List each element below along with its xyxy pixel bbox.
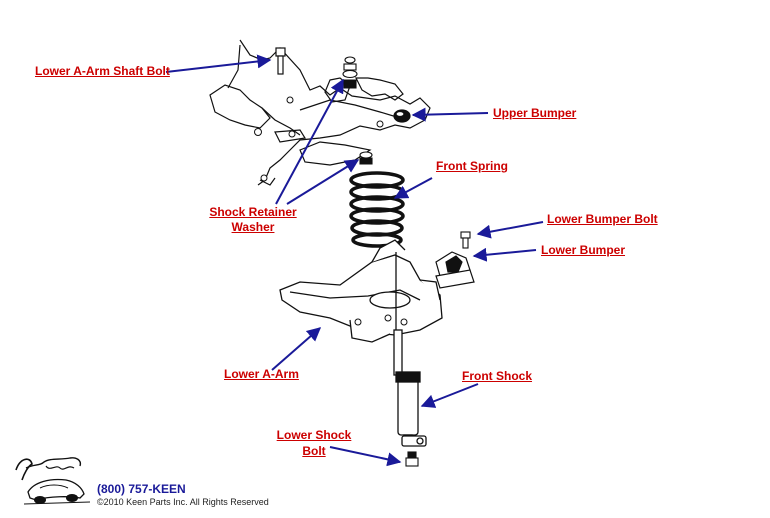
frame-bolt-holes — [254, 96, 384, 182]
leader-arrows — [165, 54, 544, 467]
front-shock-part — [393, 252, 427, 447]
lower-a-arm-part — [279, 239, 443, 343]
label-lower-a-arm-shaft-bolt[interactable]: Lower A-Arm Shaft Bolt — [35, 64, 170, 78]
label-shock-retainer-washer-line2: Washer — [231, 220, 275, 234]
lower-a-arm-holes — [354, 314, 408, 326]
keen-parts-logo — [15, 457, 91, 505]
label-shock-retainer-washer[interactable]: Shock Retainer Washer — [206, 205, 300, 234]
footer-phone: (800) 757-KEEN — [97, 482, 186, 496]
lower-a-arm-shaft-bolt-part — [275, 47, 286, 75]
label-lower-bumper-bolt[interactable]: Lower Bumper Bolt — [547, 212, 658, 226]
label-upper-bumper[interactable]: Upper Bumper — [493, 106, 577, 120]
label-lower-bumper[interactable]: Lower Bumper — [541, 243, 626, 257]
lower-shock-bolt-part — [405, 451, 419, 467]
upper-bumper-part — [393, 109, 411, 123]
label-lower-shock-bolt-line2: Bolt — [302, 444, 326, 458]
label-lower-a-arm[interactable]: Lower A-Arm — [224, 367, 299, 381]
lower-bumper-part — [435, 251, 475, 289]
label-lower-shock-bolt[interactable]: Lower Shock Bolt — [274, 428, 354, 458]
front-spring-part — [349, 171, 405, 248]
label-lower-shock-bolt-line1: Lower Shock — [276, 428, 352, 442]
label-front-shock[interactable]: Front Shock — [462, 369, 533, 383]
footer-copyright: ©2010 Keen Parts Inc. All Rights Reserve… — [97, 497, 269, 507]
label-front-spring[interactable]: Front Spring — [436, 159, 508, 173]
label-shock-retainer-washer-line1: Shock Retainer — [209, 205, 297, 219]
shock-retainer-washer-part — [342, 56, 373, 165]
lower-bumper-bolt-part — [460, 231, 471, 249]
